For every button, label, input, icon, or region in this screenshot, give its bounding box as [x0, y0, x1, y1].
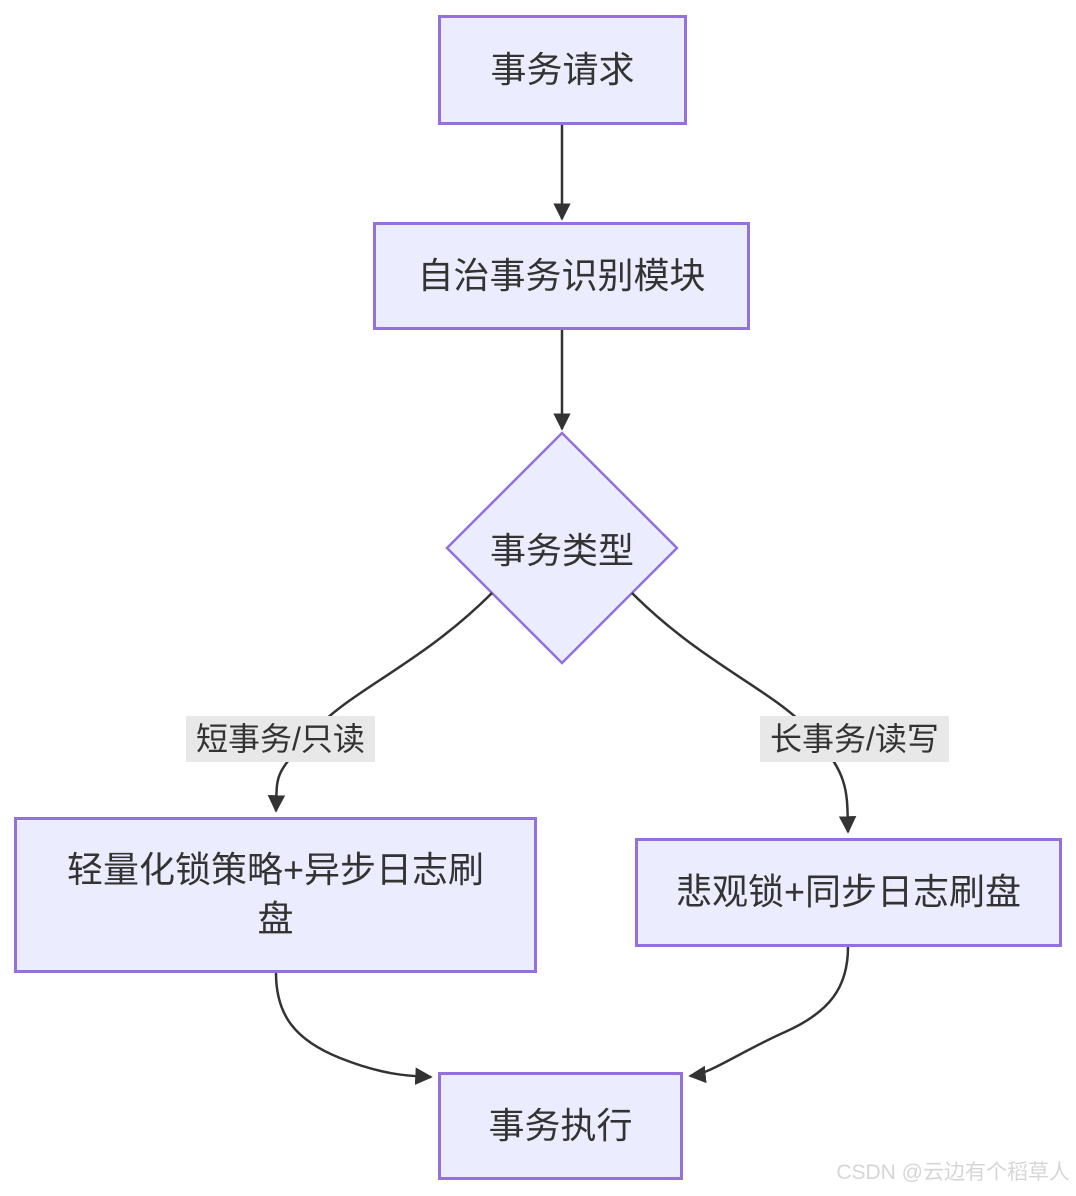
node-lightweight-lock-async-log-flush: 轻量化锁策略+异步日志刷盘 [14, 817, 537, 973]
node-autonomous-transaction-recognition-module: 自治事务识别模块 [373, 222, 750, 330]
edge-decision-to-lightweight [267, 592, 493, 813]
edge-lightweight-to-execute [274, 972, 433, 1085]
csdn-watermark: CSDN @云边有个稻草人 [836, 1161, 1070, 1184]
edge-label-long-transaction-readwrite: 长事务/读写 [760, 716, 949, 762]
edge-label-short-transaction-readonly: 短事务/只读 [186, 716, 375, 762]
node-transaction-execution: 事务执行 [438, 1072, 683, 1180]
node-transaction-type-decision: 事务类型 [489, 530, 634, 571]
node-transaction-request: 事务请求 [438, 15, 687, 125]
edge-pessimistic-to-execute [688, 946, 850, 1084]
node-pessimistic-lock-sync-log-flush: 悲观锁+同步日志刷盘 [635, 838, 1062, 947]
edge-decision-to-pessimistic [631, 592, 857, 834]
decision-diamond-shape [445, 431, 679, 665]
